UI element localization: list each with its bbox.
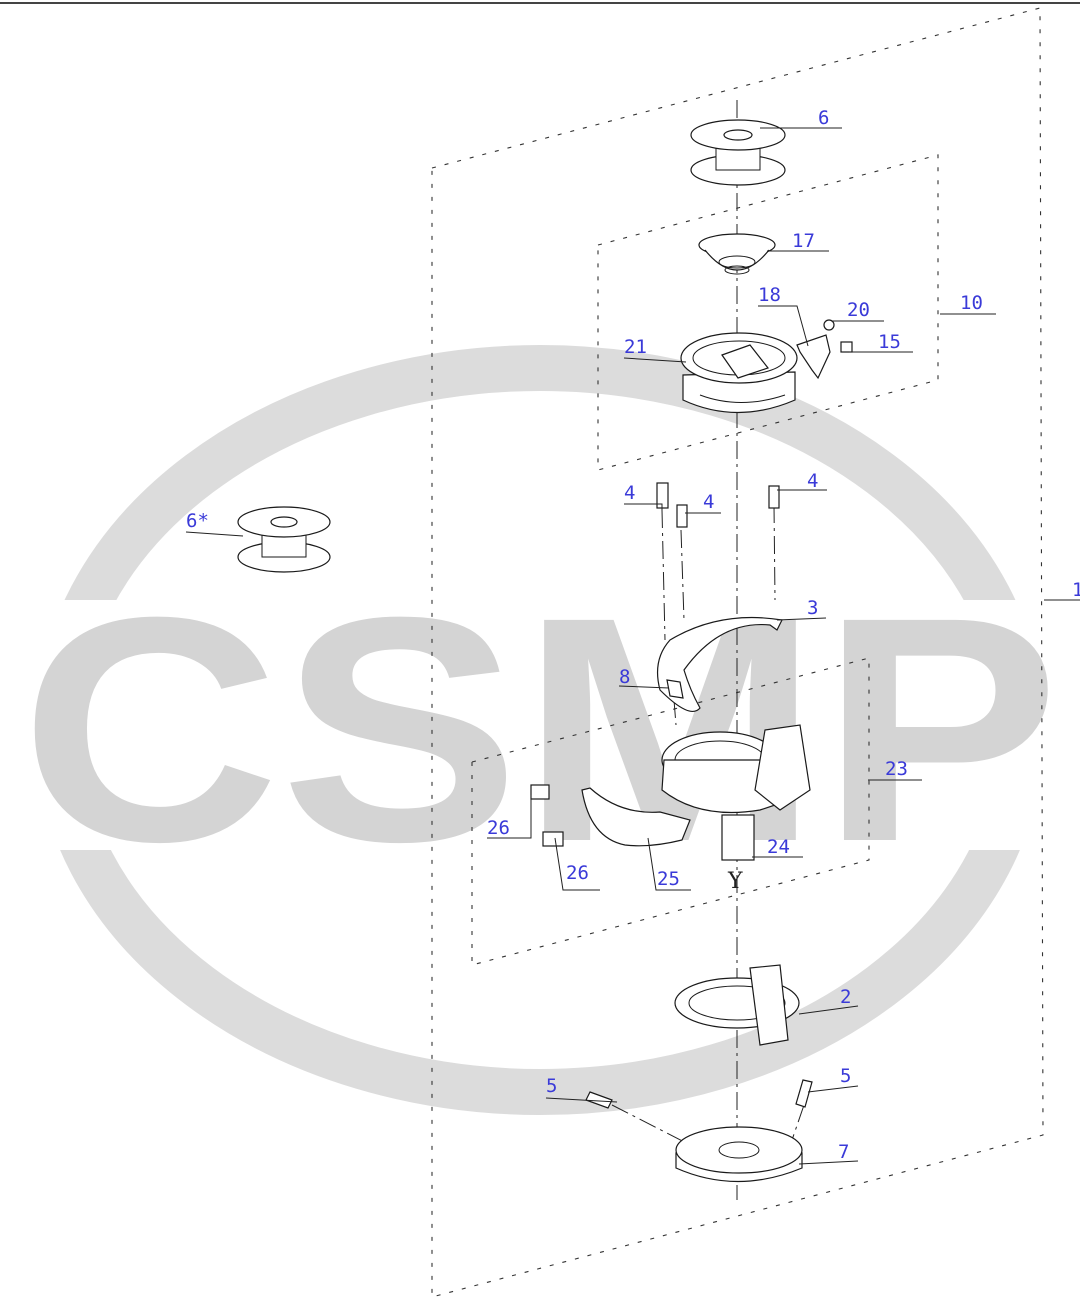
label-part-1[interactable]: 1 (1072, 579, 1080, 601)
label-part-4b[interactable]: 4 (703, 491, 714, 513)
watermark-text: CSMP (20, 550, 1060, 908)
shaft-part-24[interactable] (721, 814, 755, 861)
label-part-18[interactable]: 18 (758, 284, 781, 306)
spring-part-17[interactable] (698, 233, 776, 275)
label-part-20[interactable]: 20 (847, 299, 870, 321)
axis-marker-y: Y (727, 869, 743, 894)
screw-axis-b (680, 529, 685, 621)
label-part-23[interactable]: 23 (885, 758, 908, 780)
screw-part-26a[interactable] (530, 784, 550, 800)
screw-part-26b[interactable] (542, 831, 564, 847)
label-part-8[interactable]: 8 (619, 666, 630, 688)
label-part-5b[interactable]: 5 (840, 1065, 851, 1087)
label-part-10[interactable]: 10 (960, 292, 983, 314)
base-part-7[interactable] (675, 1126, 803, 1183)
screw-axis-a (661, 509, 666, 641)
label-part-2[interactable]: 2 (840, 986, 851, 1008)
pin-axis-5a (611, 1104, 701, 1151)
screw-part-4c[interactable] (768, 485, 780, 509)
label-part-21[interactable]: 21 (624, 336, 647, 358)
label-part-7[interactable]: 7 (838, 1141, 849, 1163)
label-part-4a[interactable]: 4 (624, 482, 635, 504)
bobbin-part-6-star[interactable] (237, 506, 331, 573)
opener-part-2[interactable] (674, 964, 800, 1046)
pin-part-8[interactable] (666, 679, 684, 699)
bobbin-part-6[interactable] (690, 119, 786, 186)
latch-part-18[interactable] (796, 334, 831, 380)
ring-part-3[interactable] (657, 616, 783, 712)
label-part-25[interactable]: 25 (657, 868, 680, 890)
screw-part-4b[interactable] (676, 504, 688, 528)
label-part-6-star[interactable]: 6* (186, 510, 209, 532)
label-part-26b[interactable]: 26 (566, 862, 589, 884)
boundary-assembly-1 (431, 7, 1044, 1298)
label-part-24[interactable]: 24 (767, 836, 790, 858)
leader-lines (185, 127, 1080, 1165)
screw-axis-c (773, 504, 776, 601)
label-part-4c[interactable]: 4 (807, 470, 818, 492)
label-part-5a[interactable]: 5 (546, 1075, 557, 1097)
screw-part-15[interactable] (840, 341, 853, 353)
screw-part-20[interactable] (823, 319, 835, 331)
pin-part-5b[interactable] (795, 1079, 813, 1108)
boundary-assembly-10 (597, 154, 939, 471)
part-labels: 1 2 3 4 4 4 5 5 6 6* 7 8 10 15 17 18 20 … (186, 107, 1080, 1163)
bobbin-case-part-21[interactable] (680, 332, 798, 413)
hook-part-23[interactable] (661, 724, 811, 814)
pin-axis-8 (673, 699, 677, 726)
label-part-6[interactable]: 6 (818, 107, 829, 129)
pin-part-5a[interactable] (585, 1091, 613, 1109)
label-part-3[interactable]: 3 (807, 597, 818, 619)
csmp-watermark: CSMP (0, 345, 1080, 1115)
pin-axis-5b (791, 1104, 805, 1141)
label-part-15[interactable]: 15 (878, 331, 901, 353)
gib-part-25[interactable] (581, 787, 691, 847)
label-part-26a[interactable]: 26 (487, 817, 510, 839)
label-part-17[interactable]: 17 (792, 230, 815, 252)
